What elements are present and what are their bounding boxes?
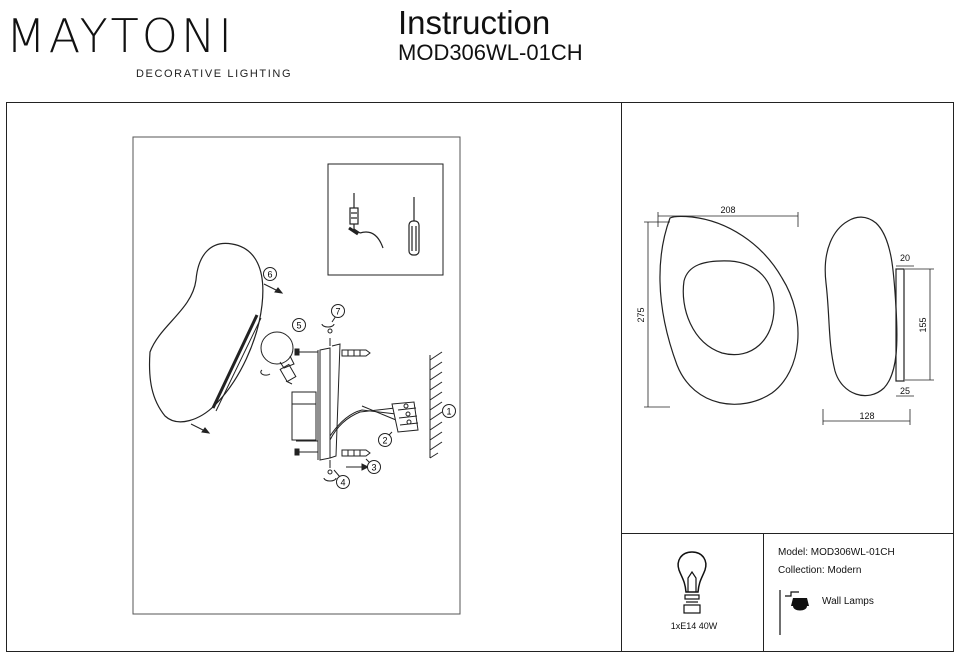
svg-text:7: 7	[335, 307, 340, 317]
spec-collection-value: Modern	[827, 565, 862, 576]
spec-category: Wall Lamps	[822, 596, 874, 607]
spec-model: Model: MOD306WL-01CH	[778, 547, 895, 558]
callout-3: 3	[365, 458, 381, 474]
spec-model-value: MOD306WL-01CH	[810, 547, 895, 558]
callout-7: 7	[331, 304, 345, 323]
callout-6: 6	[263, 267, 277, 281]
light-bulb-icon	[677, 551, 707, 614]
svg-text:155: 155	[918, 317, 928, 332]
spec-collection-label: Collection:	[778, 565, 825, 576]
side-view	[824, 216, 905, 397]
dimension-mount-height: 155	[905, 268, 934, 381]
document-title: Instruction	[398, 4, 551, 41]
dimension-width: 208	[657, 205, 799, 227]
callout-2: 2	[378, 431, 393, 447]
lamp-shade-illustration	[148, 242, 264, 423]
svg-text:3: 3	[371, 463, 376, 473]
svg-text:5: 5	[296, 321, 301, 331]
front-view	[659, 215, 799, 405]
document-model-code: MOD306WL-01CH	[398, 40, 583, 65]
brand-tagline: DECORATIVE LIGHTING	[136, 68, 293, 80]
assembly-diagram: 1 2 3 4 5 6 7	[132, 136, 461, 615]
e14-bulb-illustration	[260, 331, 297, 385]
frame-divider-vertical	[621, 102, 622, 651]
svg-text:20: 20	[900, 253, 910, 263]
dimension-drawing: 208 275 128 20 25 155	[636, 205, 934, 425]
callout-4: 4	[333, 469, 350, 489]
screwdriver-icon	[408, 197, 420, 256]
connector-tool-icon	[348, 193, 384, 249]
svg-text:208: 208	[720, 205, 735, 215]
svg-text:128: 128	[859, 411, 874, 421]
spec-model-label: Model:	[778, 547, 809, 558]
tools-inset	[327, 163, 444, 276]
svg-text:275: 275	[636, 307, 646, 322]
dimension-height: 275	[636, 221, 670, 408]
callout-1: 1	[442, 404, 456, 418]
frame-divider-info	[763, 533, 764, 651]
dimension-depth: 128	[822, 409, 911, 425]
bulb-spec-caption: 1xE14 40W	[670, 621, 718, 631]
wall-hatching	[429, 351, 443, 459]
frame-divider-horizontal	[621, 533, 953, 534]
callout-5: 5	[292, 318, 306, 332]
brand-logo: MAYTONI DECORATIVE LIGHTING	[6, 4, 291, 80]
svg-text:25: 25	[900, 386, 910, 396]
spec-collection: Collection: Modern	[778, 565, 861, 576]
svg-text:6: 6	[267, 270, 272, 280]
mounting-bracket-illustration	[291, 328, 341, 482]
svg-text:2: 2	[382, 436, 387, 446]
dimension-bottom-offset: 25	[896, 386, 914, 397]
svg-text:1: 1	[446, 407, 451, 417]
wall-lamp-icon	[779, 590, 809, 635]
wall-screws	[294, 348, 371, 457]
wires-terminal-block	[329, 401, 419, 441]
svg-text:4: 4	[340, 478, 345, 488]
assembly-arrows	[190, 283, 370, 471]
brand-name: MAYTONI	[6, 9, 235, 63]
sheet-frame	[6, 102, 954, 652]
dimension-top-offset: 20	[896, 253, 914, 267]
